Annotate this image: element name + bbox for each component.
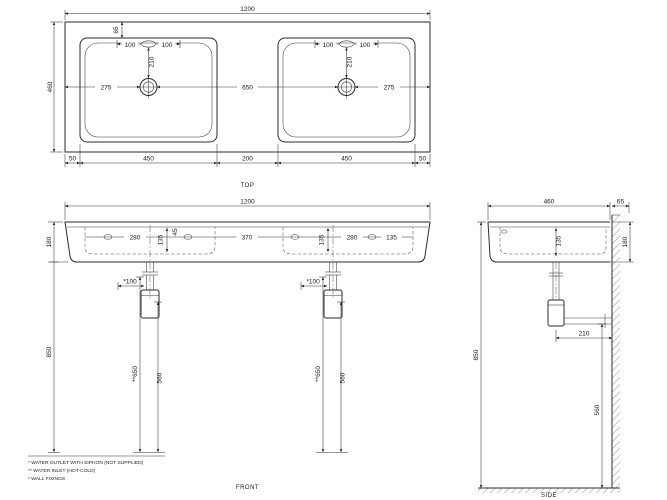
dim-label: 850 bbox=[46, 346, 53, 357]
dim-label: 50 bbox=[69, 156, 77, 163]
dim-label: 460 bbox=[47, 81, 54, 92]
dim-label: 135 bbox=[386, 235, 397, 242]
drain-trap-left bbox=[140, 262, 160, 319]
faucet-hole-icon bbox=[137, 75, 160, 99]
view-label-top: TOP bbox=[241, 183, 255, 189]
wall-section bbox=[611, 214, 620, 488]
top-view: 1200 460 bbox=[47, 6, 431, 189]
dim-label: 180 bbox=[622, 236, 629, 247]
dim-label: 1200 bbox=[240, 199, 255, 206]
dim-label: 200 bbox=[242, 156, 253, 163]
footnote-water-inlet: ** WATER INLET (HOT-COLD) bbox=[28, 468, 96, 474]
dim-label: 100 bbox=[360, 42, 371, 49]
basin-outline bbox=[79, 37, 218, 143]
dim-side-180: 180 bbox=[610, 221, 634, 263]
dim-label: 210 bbox=[579, 331, 590, 338]
drain-trap-side bbox=[547, 262, 612, 328]
dim-tap-right-v: 210 bbox=[345, 47, 354, 79]
front-view: 1200 280 135 45 370 135 280 135 bbox=[28, 199, 431, 491]
drain-trap-right bbox=[323, 262, 343, 319]
dim-top-depth: 460 bbox=[47, 21, 63, 153]
basin-front-profile bbox=[64, 221, 431, 263]
dim-label: **650 bbox=[132, 366, 139, 382]
floor-line bbox=[478, 487, 620, 493]
dim-label: 560 bbox=[157, 372, 164, 383]
dim-label: 280 bbox=[130, 235, 141, 242]
dim-front-heights: 180 850 bbox=[46, 221, 68, 453]
dim-label: *100 bbox=[123, 279, 137, 286]
dim-label: 370 bbox=[242, 235, 253, 242]
dim-label: 65 bbox=[113, 26, 120, 34]
dim-label: **650 bbox=[315, 366, 322, 382]
view-label-front: FRONT bbox=[236, 485, 259, 491]
dim-label: 275 bbox=[384, 84, 395, 91]
dim-side-560: 560 bbox=[594, 323, 606, 489]
dim-top-width: 1200 bbox=[64, 6, 431, 20]
fixing-hole-icon bbox=[290, 234, 300, 240]
dim-label: 460 bbox=[544, 199, 555, 206]
dim-label: 45 bbox=[172, 228, 179, 236]
fixing-hole-icon bbox=[367, 234, 377, 240]
dim-drain-left: *100 **650 560 bbox=[117, 276, 165, 453]
dim-bottom-chain: 50 450 200 450 50 bbox=[64, 144, 431, 167]
dim-label: 560 bbox=[340, 372, 347, 383]
dim-label: 100 bbox=[162, 42, 173, 49]
bottle-trap-icon bbox=[547, 299, 565, 327]
dim-side-depth: 460 65 bbox=[487, 199, 630, 220]
dim-label: 180 bbox=[46, 236, 53, 247]
dim-label: 100 bbox=[125, 42, 136, 49]
dim-label: 280 bbox=[347, 235, 358, 242]
dim-drain-right: *100 **650 560 bbox=[300, 276, 348, 453]
dim-hole-row: 280 135 45 370 135 280 135 bbox=[85, 227, 413, 253]
dim-label: 450 bbox=[143, 156, 154, 163]
basin-inner bbox=[282, 42, 411, 138]
dim-label: 210 bbox=[347, 56, 354, 67]
dim-label: 850 bbox=[473, 349, 480, 360]
dim-label: 1200 bbox=[240, 6, 255, 13]
basin-side-profile bbox=[487, 221, 610, 263]
dim-tap-right: 100 100 bbox=[314, 40, 379, 49]
dim-label: 210 bbox=[149, 56, 156, 67]
dim-tap-centers: 275 650 275 bbox=[64, 84, 431, 91]
fixing-hole-icon bbox=[103, 234, 113, 240]
dim-label: 450 bbox=[341, 156, 352, 163]
side-view: 460 65 135 180 bbox=[473, 199, 634, 499]
overflow-hole-icon bbox=[339, 40, 354, 48]
footnote-water-outlet: * WATER OUTLET WITH SIPHON (NOT SUPPLIED… bbox=[28, 460, 144, 466]
dim-label: 135 bbox=[319, 234, 326, 245]
dim-label: *100 bbox=[306, 279, 320, 286]
dim-label: 100 bbox=[323, 42, 334, 49]
dim-tap-left-v: 210 bbox=[147, 47, 156, 79]
dim-side-850: 850 bbox=[473, 221, 486, 489]
dim-label: 560 bbox=[594, 404, 601, 415]
footnotes: * WATER OUTLET WITH SIPHON (NOT SUPPLIED… bbox=[28, 455, 165, 482]
basin-outline bbox=[277, 37, 416, 143]
dim-label: 65 bbox=[617, 199, 625, 206]
dim-label: 275 bbox=[101, 84, 112, 91]
dim-front-width: 1200 bbox=[64, 199, 431, 220]
basin-left bbox=[79, 37, 218, 143]
dim-tap-left: 100 100 bbox=[116, 40, 181, 49]
fixing-hole-icon bbox=[183, 234, 193, 240]
view-label-side: SIDE bbox=[541, 493, 557, 499]
dim-side-135: 135 bbox=[554, 227, 563, 257]
basin-inner bbox=[84, 42, 213, 138]
overflow-hole-icon bbox=[141, 40, 156, 48]
dim-label: 135 bbox=[556, 235, 563, 246]
dim-edge-65: 65 bbox=[113, 21, 124, 39]
dim-label: 135 bbox=[158, 234, 165, 245]
dim-side-210: 210 bbox=[555, 330, 613, 342]
faucet-hole-icon bbox=[335, 75, 358, 99]
footnote-wall-fixings: * WALL FIXINGS bbox=[28, 476, 66, 482]
dim-label: 650 bbox=[242, 84, 253, 91]
overflow-hole-icon bbox=[500, 229, 508, 234]
dim-label: 50 bbox=[419, 156, 427, 163]
